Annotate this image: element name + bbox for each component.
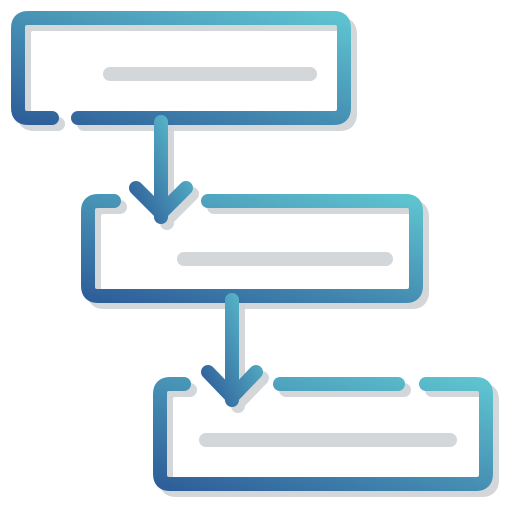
step-3-box xyxy=(153,377,493,491)
arrow-2-icon xyxy=(201,293,263,407)
arrow-1-icon xyxy=(129,115,193,224)
icon-main xyxy=(11,11,493,491)
step-2-box xyxy=(81,194,423,303)
step-1-box xyxy=(11,11,351,125)
